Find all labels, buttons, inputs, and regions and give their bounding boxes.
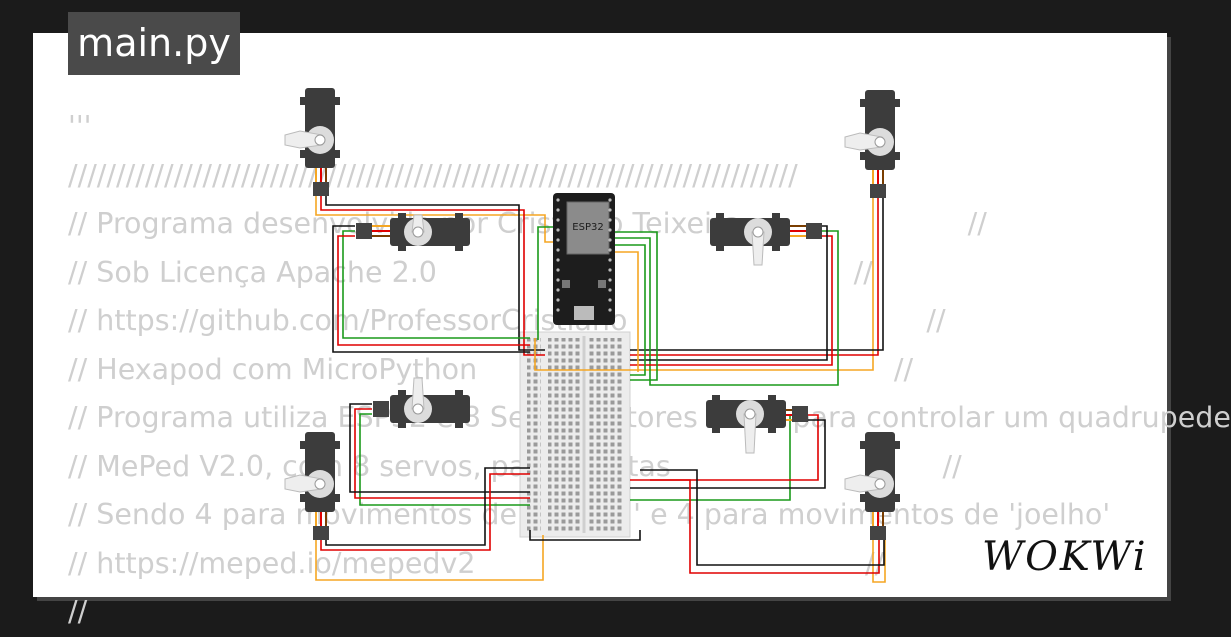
code-line: // Hexapod com MicroPython // (68, 352, 914, 386)
wokwi-logo-text: WOKWi (982, 534, 1148, 580)
esp32-label: ESP32 (572, 222, 603, 233)
code-line: // Programa desenvolvido por Cristiano T… (68, 207, 987, 240)
servo-hip-bottom-left[interactable] (373, 377, 470, 428)
code-line: // Sob Licença Apache 2.0 // (68, 255, 873, 289)
file-tab-label: main.py (77, 21, 231, 65)
wokwi-logo: WOKWi (978, 532, 1153, 584)
code-line: ////////////////////////////////////////… (68, 158, 798, 192)
servo-top-left[interactable] (284, 88, 340, 196)
servo-hip-top-left[interactable] (356, 213, 470, 251)
servo-bottom-right[interactable] (844, 432, 900, 540)
code-line: // (68, 595, 97, 628)
servo-hip-bottom-right[interactable] (706, 395, 808, 454)
servo-top-right[interactable] (844, 90, 900, 198)
file-tab[interactable]: main.py (68, 12, 240, 75)
breadboard[interactable] (519, 331, 631, 538)
servo-hip-top-right[interactable] (710, 213, 822, 266)
esp32-board[interactable]: ESP32 (553, 193, 615, 325)
servo-bottom-left[interactable] (284, 432, 340, 540)
code-line: ''' (68, 110, 92, 143)
